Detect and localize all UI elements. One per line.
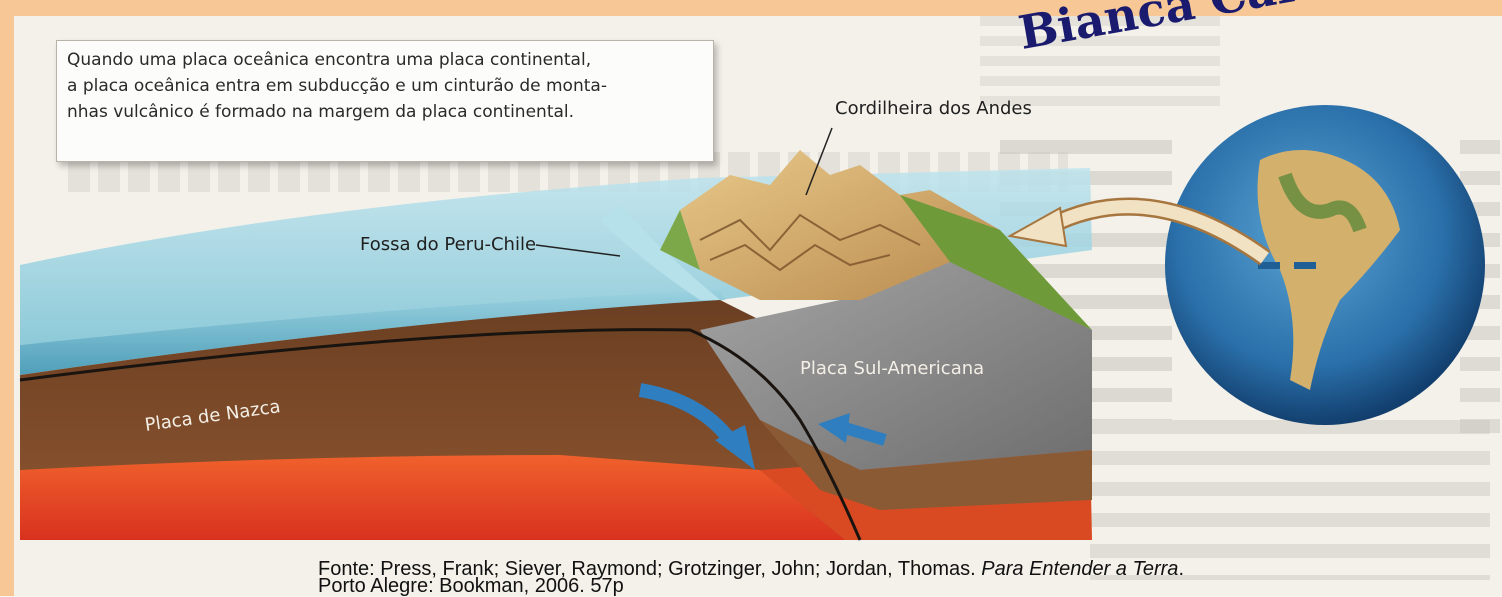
callout-line-2: a placa oceânica entra em subducção e um… bbox=[67, 73, 703, 99]
label-andes: Cordilheira dos Andes bbox=[835, 98, 1032, 119]
callout-line-1: Quando uma placa oceânica encontra uma p… bbox=[67, 47, 703, 73]
caption-book-title: Para Entender a Terra bbox=[981, 558, 1178, 580]
source-caption-line-2: Porto Alegre: Bookman, 2006. 57p bbox=[318, 576, 624, 596]
caption-suffix: . bbox=[1178, 558, 1184, 580]
label-trench: Fossa do Peru-Chile bbox=[360, 234, 536, 255]
callout-line-3: nhas vulcânico é formado na margem da pl… bbox=[67, 99, 703, 125]
label-south-american-plate: Placa Sul-Americana bbox=[800, 358, 984, 379]
explanation-callout: Quando uma placa oceânica encontra uma p… bbox=[56, 40, 714, 162]
globe-south-america bbox=[1165, 105, 1485, 425]
caption-publisher: Porto Alegre: Bookman, 2006. 57p bbox=[318, 575, 624, 597]
